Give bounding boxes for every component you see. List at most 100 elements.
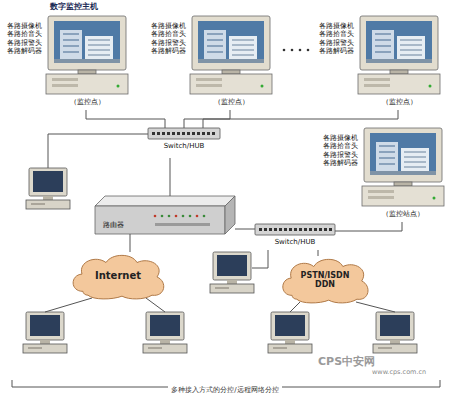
- network-link: [235, 229, 255, 230]
- screen-window: [379, 163, 395, 165]
- network-wire: [252, 250, 268, 268]
- switch-port: [274, 228, 277, 231]
- switch-port: [309, 228, 312, 231]
- station-text: （监控点）: [358, 98, 440, 106]
- screen-window: [207, 45, 223, 47]
- pc-screen: [380, 315, 410, 336]
- screen-window: [63, 39, 79, 41]
- screen-building: [60, 30, 82, 60]
- computer-case: [362, 186, 444, 206]
- router-front: [95, 206, 225, 234]
- monitor-stand: [78, 70, 96, 74]
- station-text: 各路摄像机 各路拾音头 各路报警头 各路解码器: [319, 22, 358, 56]
- pc-stand: [227, 280, 237, 284]
- workstation-figure: [358, 16, 440, 94]
- computer-case: [358, 74, 440, 94]
- network-cloud: Internet: [68, 252, 168, 300]
- switch-figure: [255, 224, 335, 235]
- drive-slot: [28, 347, 42, 349]
- screen-window: [404, 161, 426, 163]
- router-led: [175, 215, 178, 218]
- screen-window: [207, 33, 223, 35]
- ellipsis-dot: [291, 49, 294, 52]
- network-wire: [48, 134, 148, 168]
- drive-slot: [215, 287, 229, 289]
- station-text: （监控站点）: [362, 210, 444, 218]
- switch-port: [284, 228, 287, 231]
- monitor-stand: [390, 70, 408, 74]
- screen-ground: [198, 59, 264, 63]
- switch-port: [259, 228, 262, 231]
- router-side: [225, 196, 235, 234]
- switch-port: [172, 132, 175, 135]
- computer-case: [46, 74, 128, 94]
- screen-window: [207, 39, 223, 41]
- ellipsis-dot: [299, 49, 302, 52]
- router-led: [196, 215, 199, 218]
- client-pc: [143, 312, 187, 353]
- screen-ground: [370, 171, 436, 175]
- drive-slot: [31, 203, 45, 205]
- network-link: [203, 110, 398, 128]
- switch-port: [329, 228, 332, 231]
- screen-building: [397, 36, 425, 60]
- client-pc: [268, 312, 312, 353]
- drive-slot: [52, 84, 78, 87]
- switch-port: [314, 228, 317, 231]
- computer-case: [190, 74, 272, 94]
- screen-window: [400, 49, 422, 51]
- cloud-shape: [278, 256, 372, 304]
- device-label: Switch/HUB: [255, 238, 335, 246]
- screen-window: [63, 45, 79, 47]
- switch-port: [152, 132, 155, 135]
- client-pc: [373, 312, 417, 353]
- drive-slot: [196, 78, 222, 81]
- pc-monitor: [213, 252, 251, 280]
- pc-screen: [217, 255, 247, 276]
- router-led: [189, 215, 192, 218]
- power-led: [433, 197, 436, 200]
- screen-window: [404, 166, 426, 168]
- switch-figure: [148, 128, 220, 139]
- screen-window: [63, 33, 79, 35]
- screen-window: [400, 54, 422, 56]
- switch-port: [207, 132, 210, 135]
- router-led: [154, 215, 157, 218]
- router-led: [161, 215, 164, 218]
- network-link: [170, 158, 171, 196]
- monitor-frame: [364, 128, 442, 182]
- monitor-screen: [54, 21, 120, 63]
- station-title: 数字监控主机: [50, 2, 98, 12]
- screen-window: [88, 39, 110, 41]
- power-led: [261, 85, 264, 88]
- switch-port: [212, 132, 215, 135]
- client-pc: [23, 312, 67, 353]
- switch-node: Switch/HUB: [148, 128, 220, 158]
- station-text: （监控点）: [46, 98, 128, 106]
- monitor-stand: [394, 182, 412, 186]
- switch-port: [197, 132, 200, 135]
- switch-port: [289, 228, 292, 231]
- switch-port: [167, 132, 170, 135]
- cloud-label: PSTN/ISDN DDN: [296, 271, 354, 290]
- screen-window: [404, 151, 426, 153]
- screen-building: [85, 36, 113, 60]
- pc-case: [210, 284, 254, 293]
- drive-slot: [196, 84, 222, 87]
- pc-case: [373, 344, 417, 353]
- screen-window: [379, 157, 395, 159]
- cloud-outline: [283, 259, 368, 303]
- drive-slot: [368, 190, 394, 193]
- station-text: （监控点）: [190, 98, 272, 106]
- screen-window: [232, 39, 254, 41]
- pc-stand: [390, 340, 400, 344]
- pc-monitor: [376, 312, 414, 340]
- monitor-screen: [370, 133, 436, 175]
- screen-window: [400, 39, 422, 41]
- workstation-node: 各路摄像机 各路拾音头 各路报警头 各路解码器（监控点）: [6, 12, 130, 110]
- switch-port: [294, 228, 297, 231]
- screen-window: [375, 45, 391, 47]
